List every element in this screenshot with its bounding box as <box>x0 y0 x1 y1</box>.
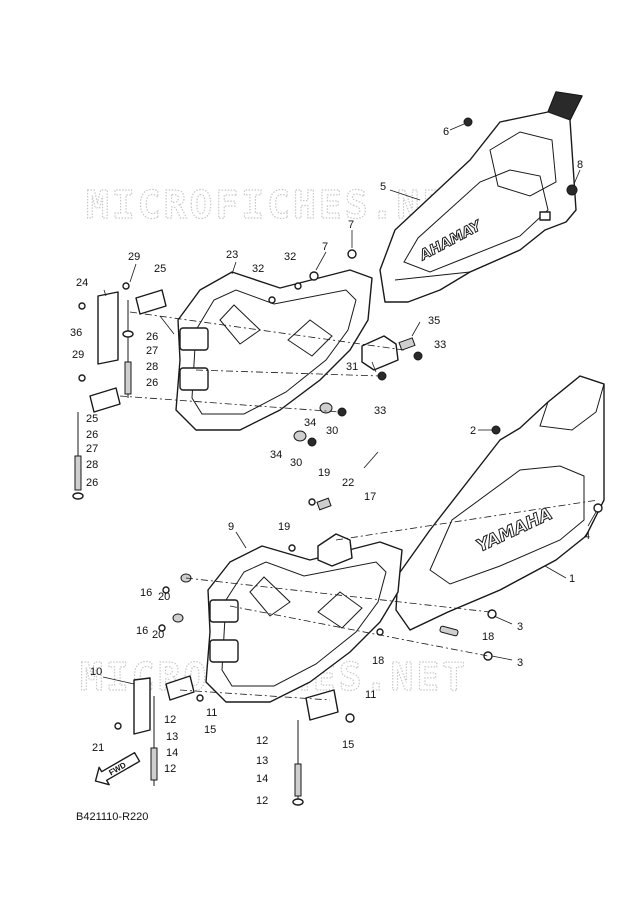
callout-32a: 32 <box>252 263 264 275</box>
hinge-assembly-lower <box>133 675 339 806</box>
callout-9: 9 <box>228 521 234 533</box>
callout-8: 8 <box>577 159 583 171</box>
hinge-assembly-upper <box>72 289 167 500</box>
callout-20a: 20 <box>158 591 170 603</box>
callout-16b: 16 <box>136 625 148 637</box>
callout-15a: 15 <box>204 724 216 736</box>
callout-13b: 13 <box>256 755 268 767</box>
leader-lines <box>102 123 597 685</box>
diagram-code: B421110-R220 <box>76 811 148 823</box>
callout-11a: 11 <box>206 707 217 719</box>
callout-14b: 14 <box>256 773 268 785</box>
callout-2: 2 <box>470 425 476 437</box>
callout-34b: 34 <box>270 449 282 461</box>
door-frame-upper <box>175 269 373 431</box>
callout-26d: 26 <box>86 477 98 489</box>
callout-29a: 29 <box>128 251 140 263</box>
callout-29b: 29 <box>72 349 84 361</box>
callout-numbers: 1 2 3 3 4 5 6 7 7 8 9 10 11 11 12 12 12 … <box>70 126 590 807</box>
callout-19a: 19 <box>318 467 330 479</box>
callout-14a: 14 <box>166 747 178 759</box>
callout-23: 23 <box>226 249 238 261</box>
callout-28a: 28 <box>146 361 158 373</box>
callout-12c: 12 <box>256 735 268 747</box>
callout-30a: 30 <box>326 425 338 437</box>
callout-12a: 12 <box>164 714 176 726</box>
callout-33b: 33 <box>374 405 386 417</box>
callout-32b: 32 <box>284 251 296 263</box>
latch-lower <box>316 497 353 567</box>
callout-27b: 27 <box>86 443 98 455</box>
door-panel-upper-right: AHAMAY <box>379 91 583 303</box>
callout-1: 1 <box>569 573 575 585</box>
callout-6: 6 <box>443 126 449 138</box>
callout-31: 31 <box>346 361 358 373</box>
callout-7a: 7 <box>348 219 354 231</box>
assembly-lines <box>119 311 599 701</box>
callout-20b: 20 <box>152 629 164 641</box>
callout-27a: 27 <box>146 345 158 357</box>
door-frame-lower <box>205 541 403 703</box>
callout-35: 35 <box>428 315 440 327</box>
callout-19b: 19 <box>278 521 290 533</box>
callout-25b: 25 <box>86 413 98 425</box>
callout-24: 24 <box>76 277 88 289</box>
callout-3b: 3 <box>517 657 523 669</box>
door-panel-lower-right: YAMAHA <box>395 375 605 631</box>
callout-4: 4 <box>584 530 590 542</box>
callout-18a: 18 <box>482 631 494 643</box>
callout-13a: 13 <box>166 731 178 743</box>
callout-3a: 3 <box>517 621 523 633</box>
callout-10: 10 <box>90 666 102 678</box>
callout-34a: 34 <box>304 417 316 429</box>
callout-12d: 12 <box>256 795 268 807</box>
callout-22: 22 <box>342 477 354 489</box>
callout-17: 17 <box>364 491 376 503</box>
callout-15b: 15 <box>342 739 354 751</box>
callout-21: 21 <box>92 742 104 754</box>
callout-16a: 16 <box>140 587 152 599</box>
callout-7b: 7 <box>322 241 328 253</box>
callout-30b: 30 <box>290 457 302 469</box>
callout-5: 5 <box>380 181 386 193</box>
callout-11b: 11 <box>365 689 376 701</box>
fasteners <box>78 117 603 730</box>
callout-18b: 18 <box>372 655 384 667</box>
latch-upper <box>361 335 416 371</box>
callout-12b: 12 <box>164 763 176 775</box>
fwd-arrow: FWD <box>94 751 141 786</box>
callout-36: 36 <box>70 327 82 339</box>
callout-26c: 26 <box>86 429 98 441</box>
callout-26b: 26 <box>146 377 158 389</box>
callout-28b: 28 <box>86 459 98 471</box>
callout-25a: 25 <box>154 263 166 275</box>
callout-33a: 33 <box>434 339 446 351</box>
callout-26a: 26 <box>146 331 158 343</box>
